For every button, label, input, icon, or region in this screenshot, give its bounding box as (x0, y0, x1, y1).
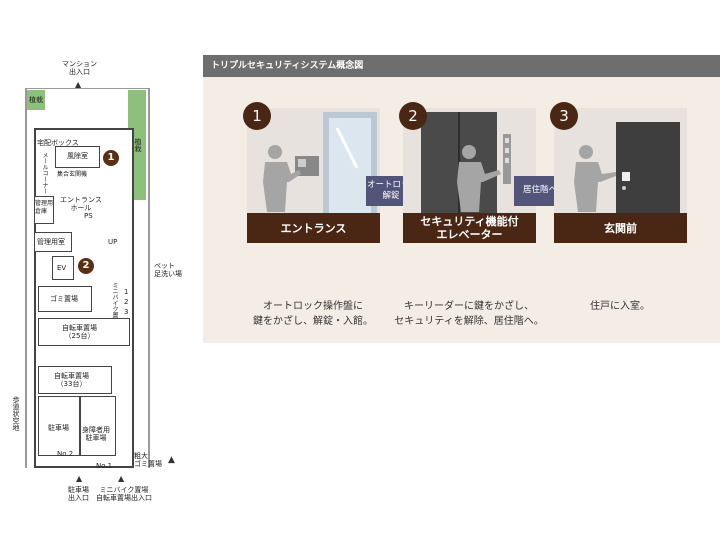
step-3-number: 3 (550, 102, 578, 130)
step-1-number: 1 (243, 102, 271, 130)
delivery-box-label: 宅配ボックス (37, 139, 79, 147)
no2-label: No.2 (57, 450, 74, 458)
up-label: UP (108, 238, 118, 246)
marker-2: 2 (78, 258, 94, 274)
mini-num-3: 3 (124, 308, 129, 316)
parking-space-1 (80, 396, 116, 456)
bulky-trash-label: 粗大 ゴミ置場 (134, 452, 162, 468)
storage-label: 管理用 倉庫 (35, 200, 54, 215)
step-panel-1: エントランス (247, 108, 380, 243)
bicycle-33-label: 自転車置場 （33台） (54, 372, 89, 388)
ps-label: PS (84, 212, 93, 220)
concept-title: トリプルセキュリティシステム概念図 (203, 55, 720, 77)
no1-label: No.1 (96, 462, 113, 470)
step-1-desc: オートロック操作盤に 鍵をかざし、解錠・入館。 (253, 301, 373, 327)
sidewalk-label: 歩道状空地 (12, 396, 20, 431)
security-concept-panel: トリプルセキュリティシステム概念図 エントランス 1 オートロック操作盤に 鍵を… (203, 55, 720, 343)
step-1-title: エントランス (247, 213, 380, 243)
north-arrow-icon: ▲ (168, 455, 175, 465)
windbreak-label: 風除室 (67, 152, 88, 160)
parking-space-2 (38, 396, 80, 456)
bike-exit-arrow-icon: ▲ (118, 474, 125, 483)
step-panel-2: セキュリティ機能付 エレベーター (403, 108, 536, 243)
entrance-hall-label: エントランス ホール (60, 196, 102, 212)
step-2-number: 2 (399, 102, 427, 130)
arrow-2-label: 居住階へ (522, 185, 557, 195)
elevator-illustration (421, 112, 511, 213)
step-3-desc: 住戸に入室。 (590, 301, 650, 312)
floor-plan: マンション 出入口 ▲ 植栽 植栽 宅配ボックス 風除室 1 メールコーナー 集… (0, 0, 200, 560)
intercom-label: 集合玄関機 (57, 171, 88, 178)
planting-left-label: 植栽 (29, 96, 43, 104)
ev-label: EV (57, 264, 67, 272)
management-room (34, 232, 72, 252)
planting-right-label: 植栽 (134, 138, 142, 152)
step-2-desc: キーリーダーに鍵をかざし、 セキュリティを解除、居住階へ。 (394, 301, 544, 327)
planting-left (27, 90, 45, 110)
entrance-arrow-icon: ▲ (75, 80, 82, 89)
parking-label: 駐車場 (48, 424, 69, 432)
storage-room (34, 196, 54, 224)
bicycle-parking-33 (38, 366, 112, 394)
site-wall-right (148, 88, 150, 468)
parking-exit-arrow-icon: ▲ (76, 474, 83, 483)
mansion-entrance-label: マンション 出入口 (62, 60, 97, 76)
trash-label: ゴミ置場 (50, 295, 78, 303)
site-wall-left (25, 88, 27, 468)
bicycle-parking-25 (38, 318, 130, 346)
management-room-label: 管理用室 (37, 238, 65, 246)
disabled-parking-label: 身障者用 駐車場 (82, 426, 110, 442)
site-wall-top (25, 88, 150, 89)
ev-shaft (52, 256, 74, 280)
windbreak-room (55, 146, 100, 168)
front-door-illustration (574, 122, 680, 213)
mail-corner-label: メールコーナー (41, 152, 48, 194)
pet-wash-label: ペット 足洗い場 (154, 262, 182, 278)
trash-room (38, 286, 92, 312)
parking-exit-label: 駐車場 出入口 (68, 486, 89, 502)
mini-bike-label: ミニバイク置場（3台） (111, 282, 118, 346)
step-3-title: 玄関前 (554, 213, 687, 243)
arrow-1-label: オートロック 解錠 (367, 180, 419, 201)
bicycle-25-label: 自転車置場 （25台） (62, 324, 97, 340)
mini-num-2: 2 (124, 298, 129, 306)
mini-num-1: 1 (124, 288, 129, 296)
step-2-title: セキュリティ機能付 エレベーター (403, 213, 536, 243)
step-panel-3: 玄関前 (554, 108, 687, 243)
bike-exit-label: ミニバイク置場 自転車置場出入口 (96, 486, 152, 502)
marker-1: 1 (103, 150, 119, 166)
